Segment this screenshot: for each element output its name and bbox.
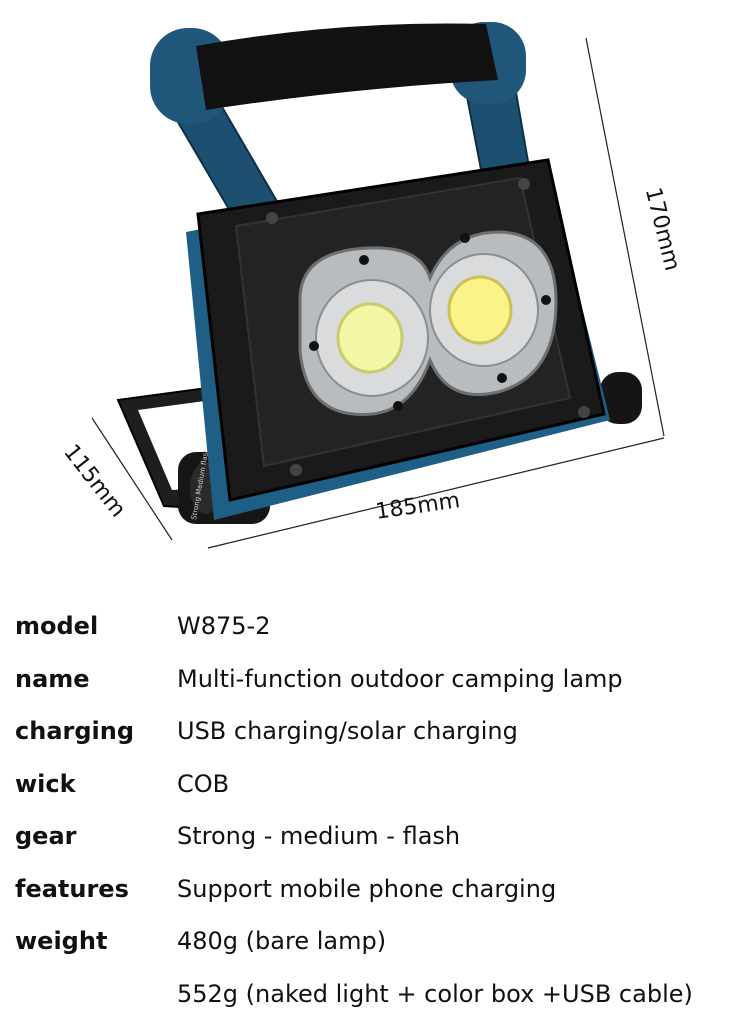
screw: [266, 212, 278, 224]
spec-row-features: features Support mobile phone charging: [15, 875, 735, 928]
product-image: Strong Medium flash 185mm 115mm 170mm: [58, 22, 685, 549]
spec-value: 552g (naked light + color box +USB cable…: [177, 979, 693, 1008]
spec-key: charging: [15, 717, 135, 745]
cob-led-left: [336, 302, 404, 374]
screw: [578, 406, 590, 418]
foam-grip: [196, 23, 498, 110]
screw: [518, 178, 530, 190]
spec-value: Strong - medium - flash: [177, 822, 461, 850]
spec-row-wick: wick COB: [15, 770, 735, 823]
height-dimension-line: [585, 37, 665, 437]
cob-led-right: [447, 275, 513, 345]
screw: [359, 255, 369, 265]
spec-row-gear: gear Strong - medium - flash: [15, 822, 735, 875]
screw: [393, 401, 403, 411]
screw: [541, 295, 551, 305]
spec-key: features: [15, 874, 129, 903]
spec-value: COB: [177, 769, 230, 798]
stand-hinge-right: [600, 372, 642, 424]
spec-row-name: name Multi-function outdoor camping lamp: [15, 665, 735, 718]
spec-key: weight: [15, 927, 108, 955]
spec-value: Multi-function outdoor camping lamp: [177, 664, 623, 693]
spec-row-weight-packed: 552g (naked light + color box +USB cable…: [15, 980, 735, 1033]
spec-value: W875-2: [177, 612, 271, 640]
camping-lamp-illustration: Strong Medium flash: [91, 22, 665, 549]
spec-key: model: [15, 612, 99, 640]
spec-table: model W875-2 name Multi-function outdoor…: [15, 612, 735, 1032]
spec-row-weight: weight 480g (bare lamp): [15, 927, 735, 980]
spec-key: name: [15, 664, 90, 693]
screw: [290, 464, 302, 476]
screw: [460, 233, 470, 243]
screw: [309, 341, 319, 351]
spec-value: USB charging/solar charging: [177, 717, 518, 745]
width-dimension-line: [207, 437, 665, 549]
spec-value: 480g (bare lamp): [177, 927, 387, 955]
spec-value: Support mobile phone charging: [177, 874, 557, 903]
spec-row-charging: charging USB charging/solar charging: [15, 717, 735, 770]
spec-row-model: model W875-2: [15, 612, 735, 665]
screw: [497, 373, 507, 383]
spec-key: wick: [15, 769, 76, 798]
spec-key: gear: [15, 822, 77, 850]
depth-dimension-line: [91, 417, 173, 541]
